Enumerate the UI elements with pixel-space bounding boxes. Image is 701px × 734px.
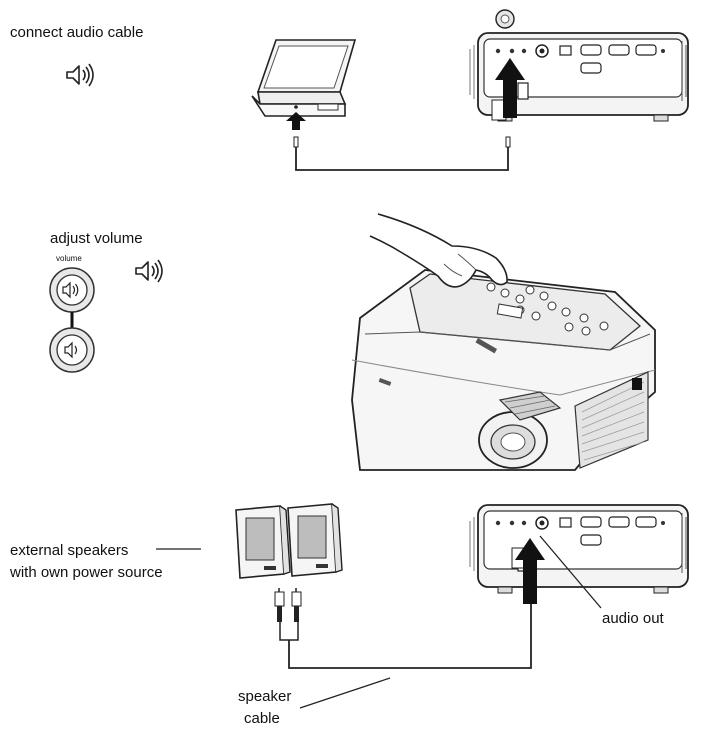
projector-rear-top bbox=[469, 9, 689, 122]
up-arrow-icon bbox=[515, 538, 545, 604]
projector-rear-bottom bbox=[469, 504, 689, 594]
speaker-volume-icon bbox=[135, 259, 163, 283]
volume-up-button bbox=[49, 267, 95, 313]
adjust-volume-label: adjust volume bbox=[50, 230, 143, 247]
external-speakers-label: external speakers bbox=[10, 542, 129, 559]
audio-cable bbox=[293, 136, 511, 171]
own-power-source-label: with own power source bbox=[10, 564, 163, 581]
external-speaker-left bbox=[235, 505, 291, 579]
speaker-cable bbox=[288, 604, 532, 669]
volume-down-button-icon bbox=[64, 341, 78, 359]
rca-plugs bbox=[274, 588, 302, 641]
speaker-volume-icon bbox=[66, 63, 94, 87]
volume-down-button bbox=[49, 327, 95, 373]
volume-up-button-icon bbox=[62, 281, 79, 299]
up-arrow-icon bbox=[495, 58, 525, 118]
projector-top bbox=[351, 269, 656, 471]
speaker-cable-label-line1: speaker bbox=[238, 688, 292, 705]
up-arrow-icon bbox=[286, 112, 306, 130]
external-speaker-right bbox=[287, 503, 343, 577]
volume-label: volume bbox=[56, 254, 82, 263]
connect-audio-cable-label: connect audio cable bbox=[10, 24, 144, 41]
audio-out-label: audio out bbox=[602, 610, 664, 627]
hand bbox=[369, 213, 508, 288]
speaker-cable-label-line2: cable bbox=[244, 710, 280, 727]
laptop bbox=[251, 39, 357, 117]
